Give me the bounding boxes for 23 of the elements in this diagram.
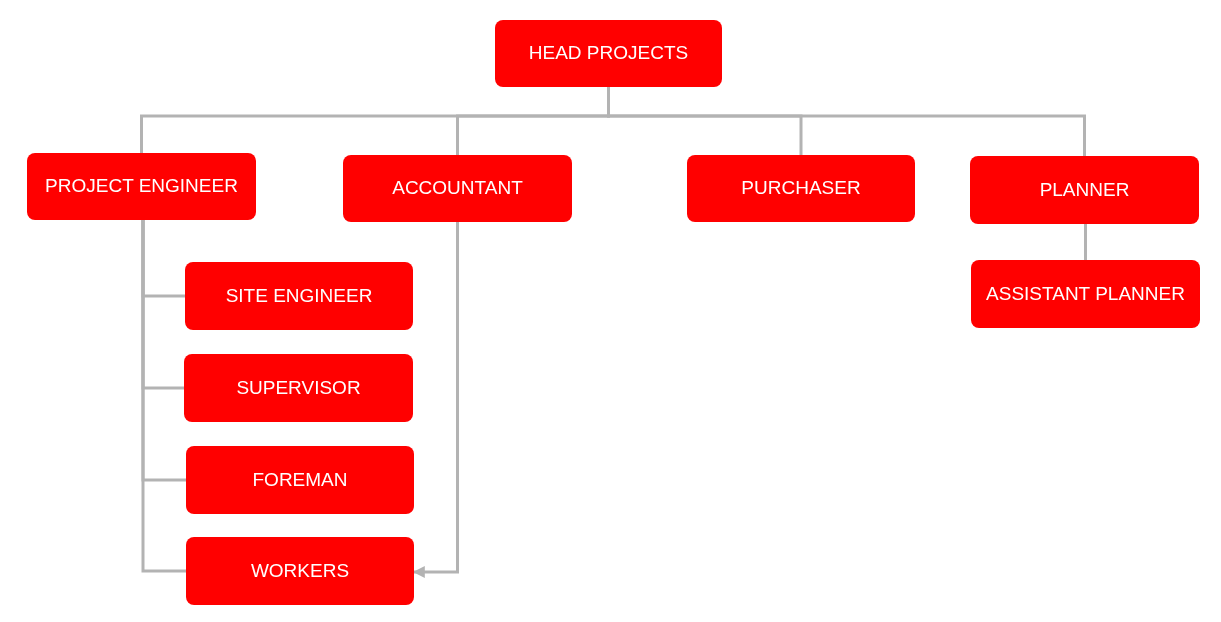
connector-line (141, 220, 186, 573)
role-title: HEAD PROJECTS (528, 41, 689, 66)
role-title: PURCHASER (741, 176, 861, 201)
role-box (343, 155, 572, 222)
role-box (687, 155, 915, 222)
role-box (186, 446, 414, 514)
role-title: ASSISTANT PLANNER (986, 281, 1185, 306)
connector-line (1084, 224, 1087, 260)
role-box (185, 262, 413, 330)
role-box (970, 156, 1199, 224)
role-title: PLANNER (1039, 177, 1130, 202)
connector-line (412, 222, 459, 578)
role-box (186, 537, 414, 605)
role-title: ACCOUNTANT (392, 176, 523, 201)
role-box (495, 20, 722, 87)
role-title: WORKERS (250, 558, 350, 583)
role-title: FOREMAN (252, 467, 348, 492)
role-title: SITE ENGINEER (225, 283, 373, 308)
role-box (971, 260, 1200, 328)
role-title: SUPERVISOR (236, 375, 361, 400)
role-box (27, 153, 256, 220)
role-box (184, 354, 413, 422)
role-title: PROJECT ENGINEER (45, 174, 238, 199)
